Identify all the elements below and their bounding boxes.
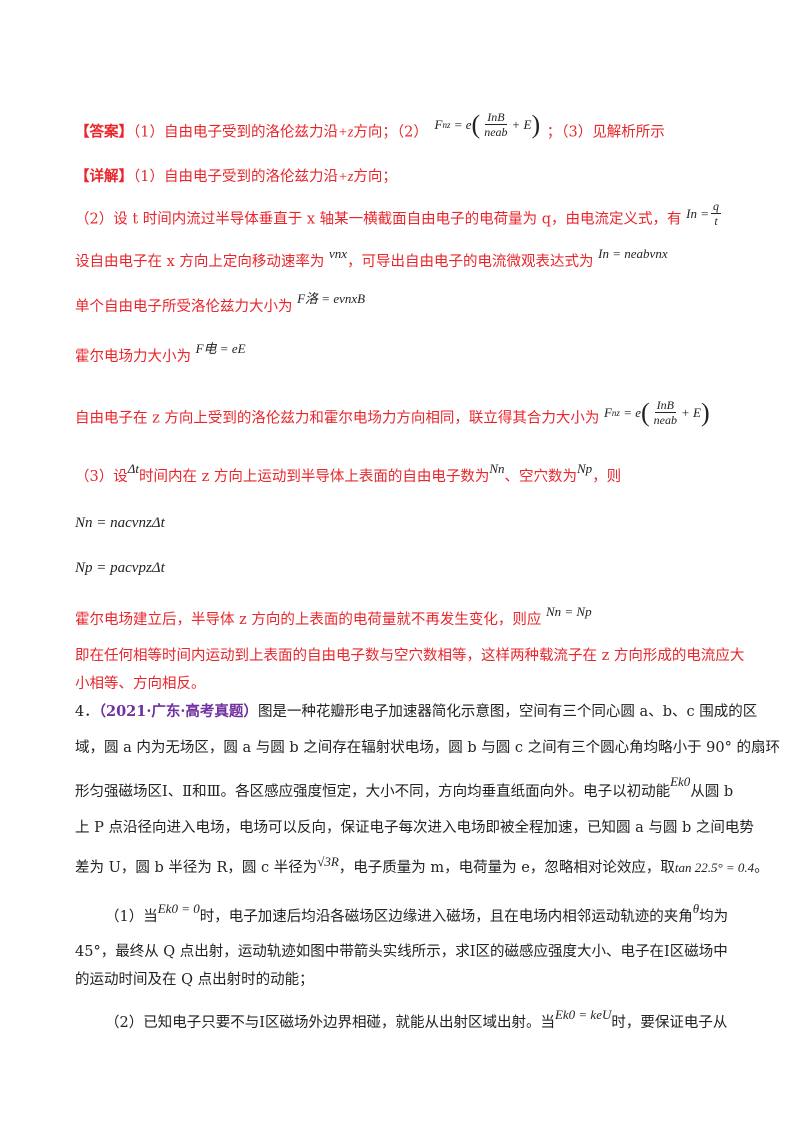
detail-line-7: （3）设Δt时间内在 z 方向上运动到半导体上表面的自由电子数为Nn、空穴数为N… [75, 461, 622, 485]
q4-line-5: 差为 U，圆 b 半径为 R，圆 c 半径为√3R，电子质量为 m，电荷量为 e… [75, 854, 769, 876]
balance-formula: Nn = Np [545, 604, 592, 619]
detail-line-6: 自由电子在 z 方向上受到的洛伦兹力和霍尔电场力方向相同，联立得其合力大小为 F… [75, 397, 710, 427]
detail-tag: 【详解】 [75, 168, 133, 185]
q4-line-4: 上 P 点沿径向进入电场，电场可以反向，保证电子每次进入电场即被全程加速，已知圆… [75, 820, 754, 836]
current-micro-formula: In = neabvnx [598, 246, 668, 261]
ek0-keu-formula: Ek0 = keU [554, 1007, 612, 1022]
detail-line-3: 设自由电子在 x 方向上定向移动速率为 vnx，可导出自由电子的电流微观表达式为… [75, 246, 668, 270]
answer-direction: +z [337, 124, 354, 141]
detail-line-2: （2）设 t 时间内流过半导体垂直于 x 轴某一横截面自由电子的电荷量为 q，由… [75, 199, 740, 234]
answer-part3: ；（3）见解析所示 [546, 124, 665, 141]
q4-line-3: 形匀强磁场区Ⅰ、Ⅱ和Ⅲ。各区感应强度恒定，大小不同，方向均垂直纸面向外。电子以初… [75, 774, 734, 800]
theta-symbol: θ [692, 901, 700, 916]
lorentz-force-formula: F洛 = evnxB [297, 291, 366, 306]
detail-line-9: 即在任何相等时间内运动到上表面的自由电子数与空穴数相等，这样两种载流子在 z 方… [75, 648, 745, 664]
q4-sub1-line-3: 的运动时间及在 Q 点出射时的动能； [75, 972, 314, 988]
tan-formula: tan 22.5° = 0.4 [674, 860, 755, 875]
detail-line-10: 小相等、方向相反。 [75, 676, 206, 692]
q4-sub1-line-1: （1）当Ek0 = 0时，电子加速后均沿各磁场区边缘进入磁场，且在电场内相邻运动… [105, 901, 729, 925]
q4-line-2: 域，圆 a 内为无场区，圆 a 与圆 b 之间存在辐射状电场，圆 b 与圆 c … [75, 740, 780, 756]
q4-sub2-line-1: （2）已知电子只要不与Ⅰ区磁场外边界相碰，就能从出射区域出射。当Ek0 = ke… [105, 1007, 728, 1031]
q4-sub1-line-2: 45°，最终从 Q 点出射，运动轨迹如图中带箭头实线所示，求Ⅰ区的磁感应强度大小… [75, 944, 728, 960]
question-source: （2021·广东·高考真题） [98, 703, 258, 720]
answer-tag: 【答案】 [75, 123, 133, 141]
detail-line-8: 霍尔电场建立后，半导体 z 方向的上表面的电荷量就不再发生变化，则应 Nn = … [75, 604, 592, 628]
equation-np: Np = pacvpzΔt [75, 560, 165, 576]
detail-line-4: 单个自由电子所受洛伦兹力大小为 F洛 = evnxB [75, 291, 366, 315]
equation-nn: Nn = nacvnzΔt [75, 515, 165, 531]
answer-part1: （1）自由电子受到的洛伦兹力沿 [133, 124, 338, 141]
answer-part1-end: 方向；（2） [353, 124, 428, 141]
drift-velocity-symbol: vnx [329, 246, 348, 261]
detail-line-1: 【详解】（1）自由电子受到的洛伦兹力沿+z方向； [75, 168, 397, 185]
radius-c-formula: √3R [317, 854, 339, 869]
ek0-zero-formula: Ek0 = 0 [157, 901, 200, 916]
q4-line-1: 4．（2021·广东·高考真题）图是一种花瓣形电子加速器简化示意图，空间有三个同… [75, 703, 758, 720]
question-number: 4． [75, 704, 99, 720]
ek0-symbol: Ek0 [670, 774, 691, 789]
hall-force-formula: F电 = eE [195, 341, 246, 356]
detail-line-5: 霍尔电场力大小为 F电 = eE [75, 341, 246, 365]
